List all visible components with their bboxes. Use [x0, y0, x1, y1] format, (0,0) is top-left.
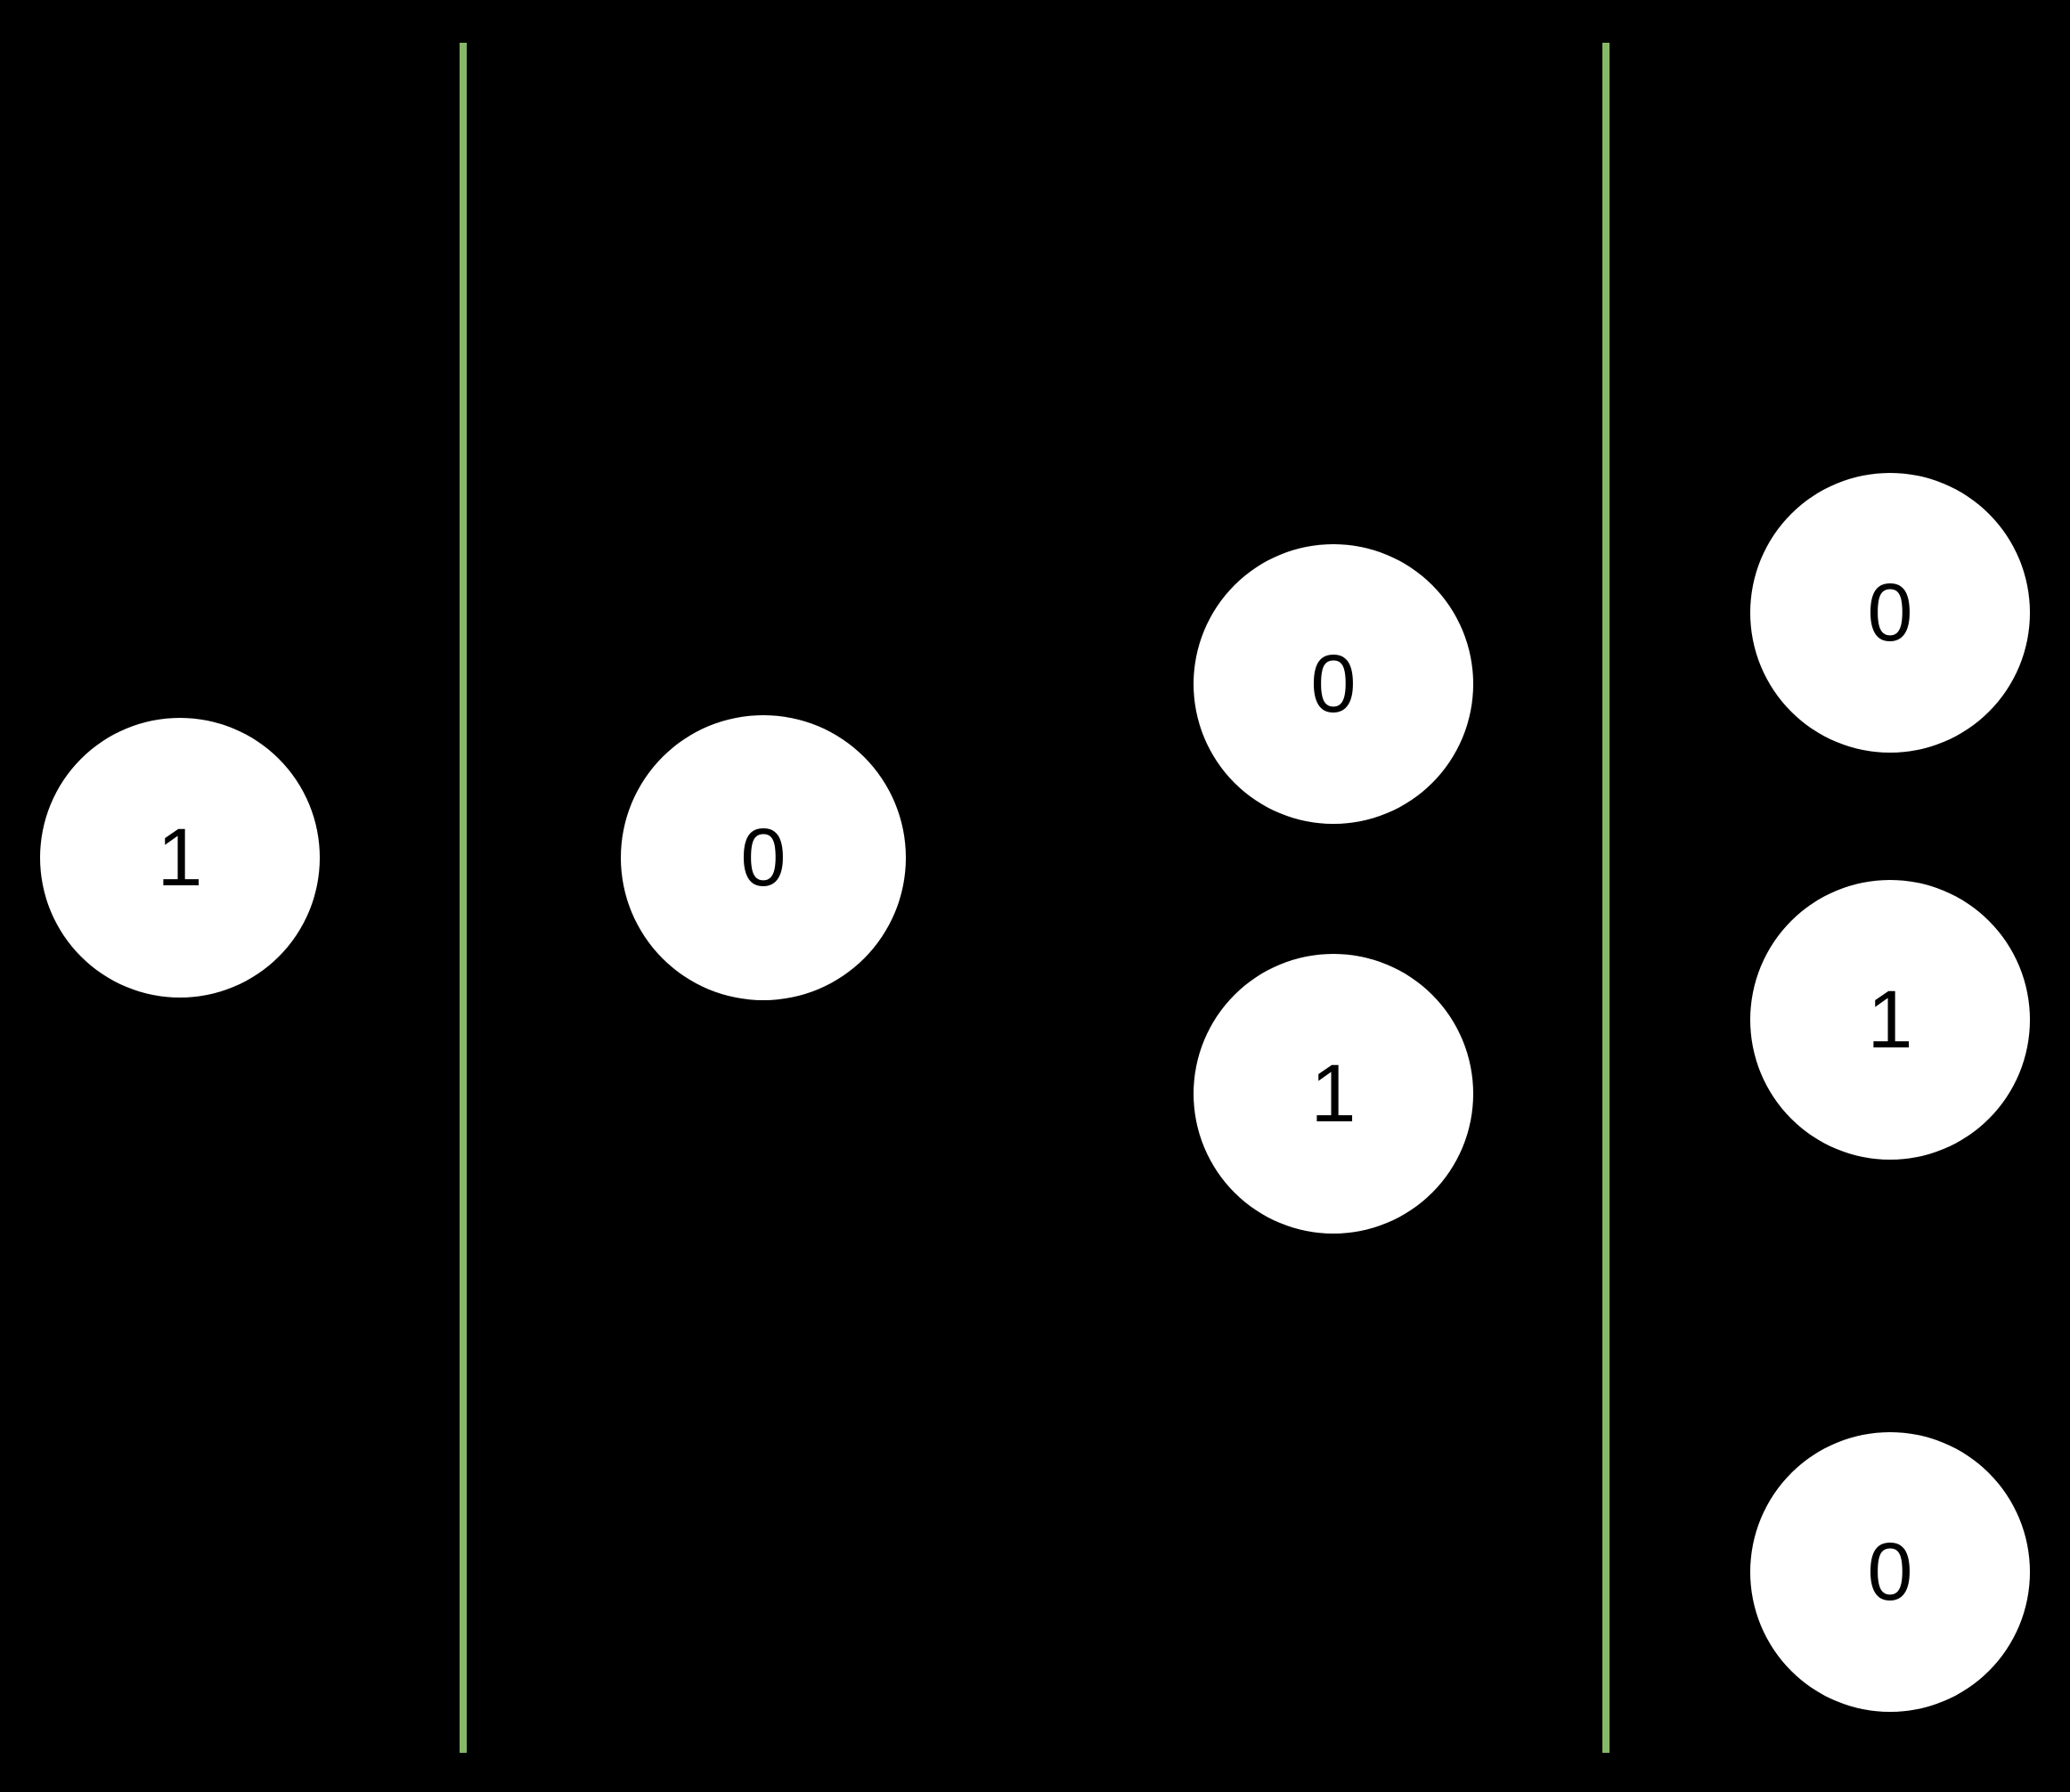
node-n3[interactable]: 0 — [1194, 544, 1473, 824]
node-label: 0 — [1867, 567, 1913, 658]
node-label: 1 — [1867, 974, 1913, 1065]
node-label: 1 — [157, 812, 203, 903]
node-n2[interactable]: 0 — [621, 715, 906, 1000]
node-label: 1 — [1310, 1048, 1357, 1139]
node-n7[interactable]: 0 — [1750, 1432, 2030, 1712]
node-n1[interactable]: 1 — [40, 718, 320, 998]
node-label: 0 — [740, 812, 786, 903]
node-n4[interactable]: 1 — [1194, 954, 1473, 1234]
divider-line-2 — [1602, 43, 1610, 1753]
node-label: 0 — [1867, 1527, 1913, 1617]
node-n6[interactable]: 1 — [1750, 880, 2030, 1160]
node-n5[interactable]: 0 — [1750, 473, 2030, 753]
divider-line-1 — [460, 43, 467, 1753]
node-label: 0 — [1310, 639, 1357, 729]
